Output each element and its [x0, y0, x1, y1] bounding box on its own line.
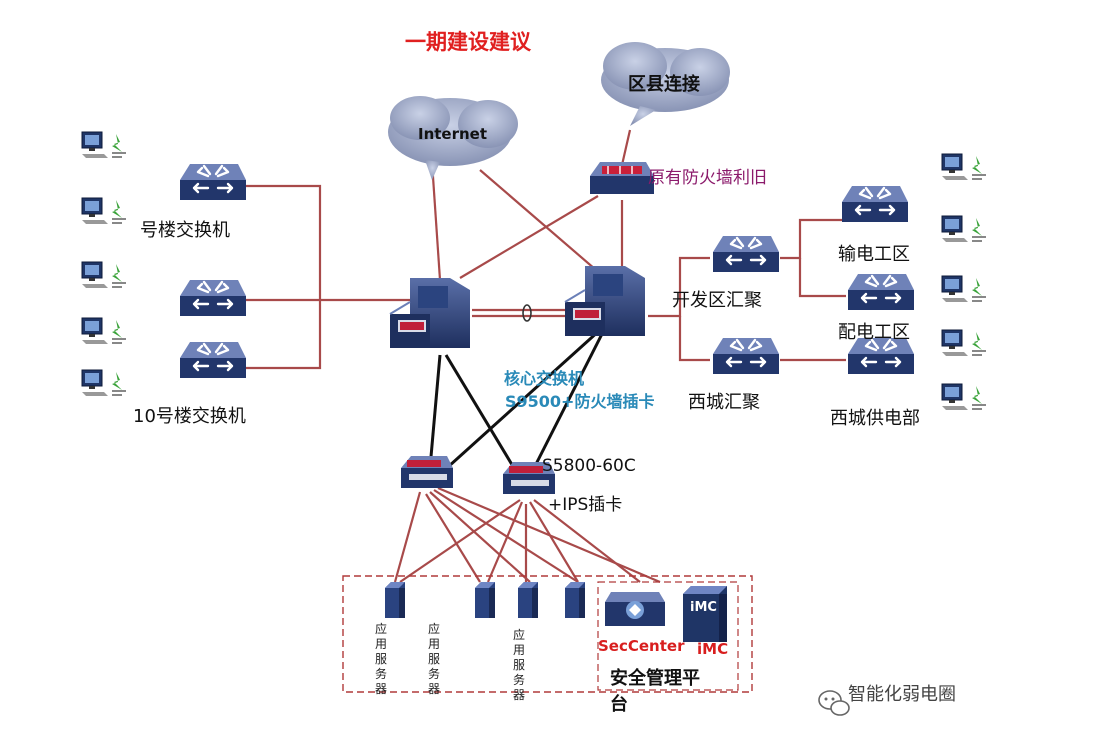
imc-server: [683, 586, 727, 642]
west-agg-label: 西城汇聚: [688, 392, 760, 413]
internet-label: Internet: [418, 125, 488, 143]
pc-icon: [941, 329, 987, 357]
access-switch-1: [401, 456, 453, 488]
west-supply-label: 西城供电部: [830, 408, 920, 429]
dev-zone-agg-switch: [711, 234, 781, 274]
building-switch-top: [178, 162, 248, 202]
transmission-zone-label: 输电工区: [838, 244, 910, 265]
app-server-label: 应用服务器: [428, 622, 441, 696]
dev-zone-agg-label: 开发区汇聚: [672, 290, 762, 311]
distribution-switch: [846, 272, 916, 312]
district-cloud: [601, 42, 730, 126]
distribution-zone-label: 配电工区: [838, 322, 910, 343]
security-platform-boundary: [597, 581, 739, 691]
core-switch-model-label: S9500+防火墙插卡: [505, 392, 655, 411]
pc-icon: [941, 215, 987, 243]
transmission-switch: [840, 184, 910, 224]
core-switch-label: 核心交换机: [504, 369, 585, 388]
access-switch-2: [503, 462, 555, 494]
pc-icon: [81, 261, 127, 289]
pc-icon: [81, 369, 127, 397]
seccenter-label: SecCenter: [598, 637, 685, 655]
building-switch-top-label: 号楼交换机: [140, 220, 230, 241]
pc-icon: [941, 383, 987, 411]
imc-label: iMC: [697, 640, 729, 658]
access-switch-model-label: S5800-60C: [542, 456, 636, 476]
red-links: [244, 129, 846, 584]
link-aggregation-mark: [522, 304, 532, 322]
pc-icon: [81, 317, 127, 345]
watermark-text: 智能化弱电圈: [848, 684, 956, 705]
server-icon: [475, 582, 495, 618]
pc-icon: [81, 197, 127, 225]
app-server-label: 应用服务器: [513, 628, 526, 702]
imc-box-label: iMC: [690, 600, 717, 615]
internet-cloud: [388, 96, 518, 180]
pc-icon: [81, 131, 127, 159]
server-icon: [518, 582, 538, 618]
pc-icon: [941, 275, 987, 303]
access-switch-ips-label: +IPS插卡: [548, 495, 623, 515]
app-server-label: 应用服务器: [375, 622, 388, 696]
server-icon: [385, 582, 405, 618]
district-connection-label: 区县连接: [628, 74, 700, 95]
west-agg-switch: [711, 336, 781, 376]
building-switch-bottom: [178, 340, 248, 380]
pc-icon: [941, 153, 987, 181]
black-links: [428, 328, 606, 479]
security-platform-label: 安全管理平台: [610, 668, 700, 715]
wechat-icon: [818, 690, 850, 716]
server-icon: [565, 582, 585, 618]
building-switch-bottom-label: 10号楼交换机: [133, 406, 246, 427]
legacy-firewall: [590, 162, 654, 194]
core-switch-right: [564, 266, 645, 336]
legacy-firewall-label: 原有防火墙利旧: [648, 168, 767, 188]
core-switch-left: [389, 278, 470, 348]
server-zone-boundary: [342, 575, 753, 693]
building-switch-middle: [178, 278, 248, 318]
seccenter-device: [605, 592, 665, 626]
diagram-title: 一期建设建议: [405, 30, 531, 54]
